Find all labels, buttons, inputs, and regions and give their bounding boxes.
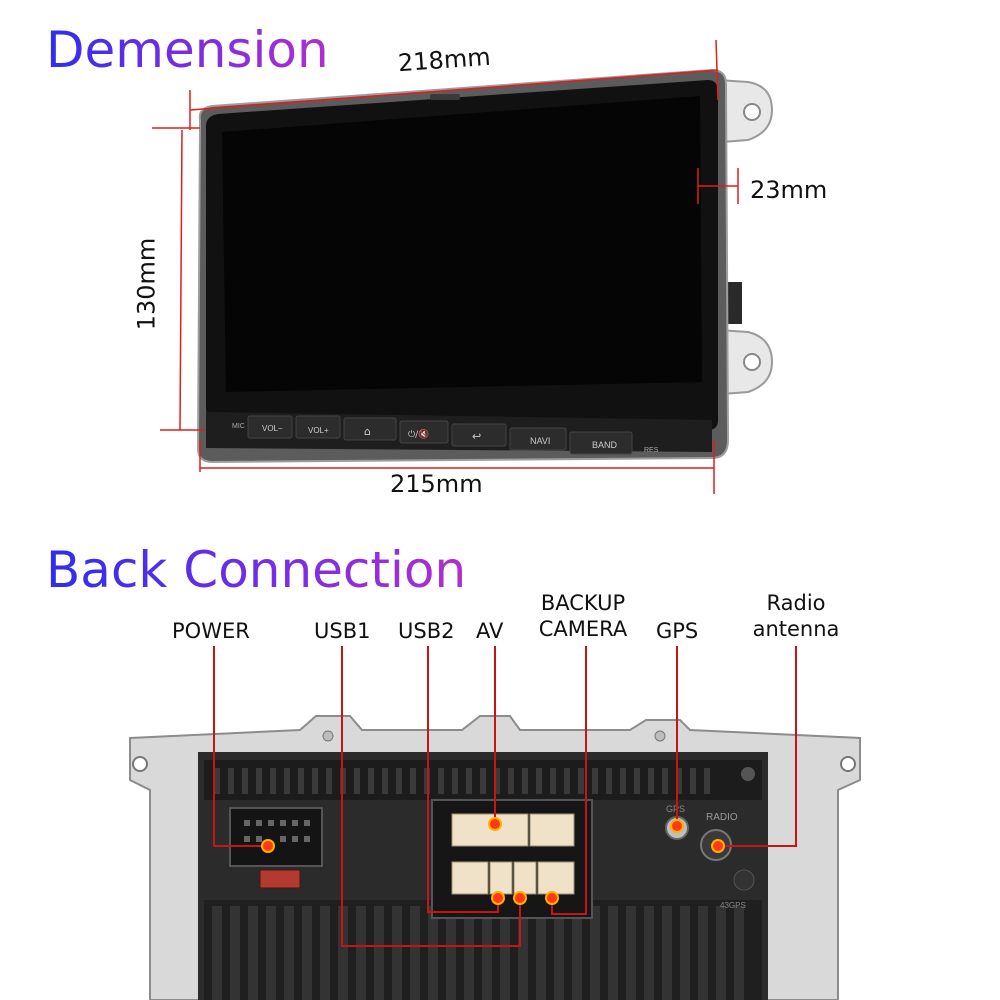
fuse (259, 869, 301, 889)
model-panel-label: 43GPS (720, 901, 746, 910)
res-label: RES (644, 447, 659, 454)
dimension-title: Demension (46, 21, 329, 79)
vol-up-button (295, 415, 341, 439)
band-button (569, 431, 633, 455)
home-icon: ⌂ (364, 425, 371, 438)
av-connector-block (431, 799, 593, 919)
mounting-bracket (716, 78, 774, 396)
power-mute-button (399, 420, 449, 444)
marker-usb1 (513, 891, 527, 905)
port-label-power: POWER (172, 619, 250, 643)
callout-lines (213, 646, 797, 947)
port-markers (261, 817, 725, 905)
head-unit-front (196, 68, 730, 464)
port-label-radio-antenna: Radio antenna (750, 590, 842, 642)
depth-dimension: 23mm (750, 176, 828, 204)
marker-usb2 (491, 891, 505, 905)
dimension-lines (152, 39, 739, 494)
port-label-backup-camera: BACKUP CAMERA (534, 590, 632, 642)
back-icon: ↩ (472, 430, 481, 443)
backup-camera-line1: BACKUP (540, 591, 626, 615)
marker-gps (670, 819, 684, 833)
power-connector (229, 807, 323, 889)
back-button (451, 423, 507, 447)
port-label-usb1: USB1 (314, 619, 371, 643)
mic-label: MIC (232, 423, 245, 430)
port-label-gps: GPS (656, 619, 699, 643)
gps-panel-label: GPS (666, 804, 685, 814)
backup-camera-line2: CAMERA (538, 617, 628, 641)
marker-power (261, 839, 275, 853)
radio-line1: Radio (766, 591, 826, 615)
port-label-usb2: USB2 (398, 619, 455, 643)
navi-button (509, 427, 567, 451)
width-bottom-dimension: 215mm (390, 470, 483, 498)
vol-down-label: VOL− (262, 424, 283, 433)
radio-panel-label: RADIO (706, 812, 738, 823)
band-label: BAND (592, 440, 618, 450)
radio-line2: antenna (752, 617, 840, 641)
back-connection-title: Back Connection (46, 541, 467, 599)
power-mute-icon: ⏻/🔇 (408, 428, 429, 440)
port-label-av: AV (476, 619, 504, 643)
vol-up-label: VOL+ (308, 426, 329, 435)
home-button (343, 417, 397, 441)
vol-down-button (247, 415, 293, 439)
marker-av (488, 817, 502, 831)
marker-backup-camera (545, 891, 559, 905)
marker-radio (711, 839, 725, 853)
navi-label: NAVI (530, 436, 550, 446)
front-button-row: MIC VOL− VOL+ ⌂ ⏻/🔇 ↩ NAVI BAND RES (232, 415, 659, 455)
